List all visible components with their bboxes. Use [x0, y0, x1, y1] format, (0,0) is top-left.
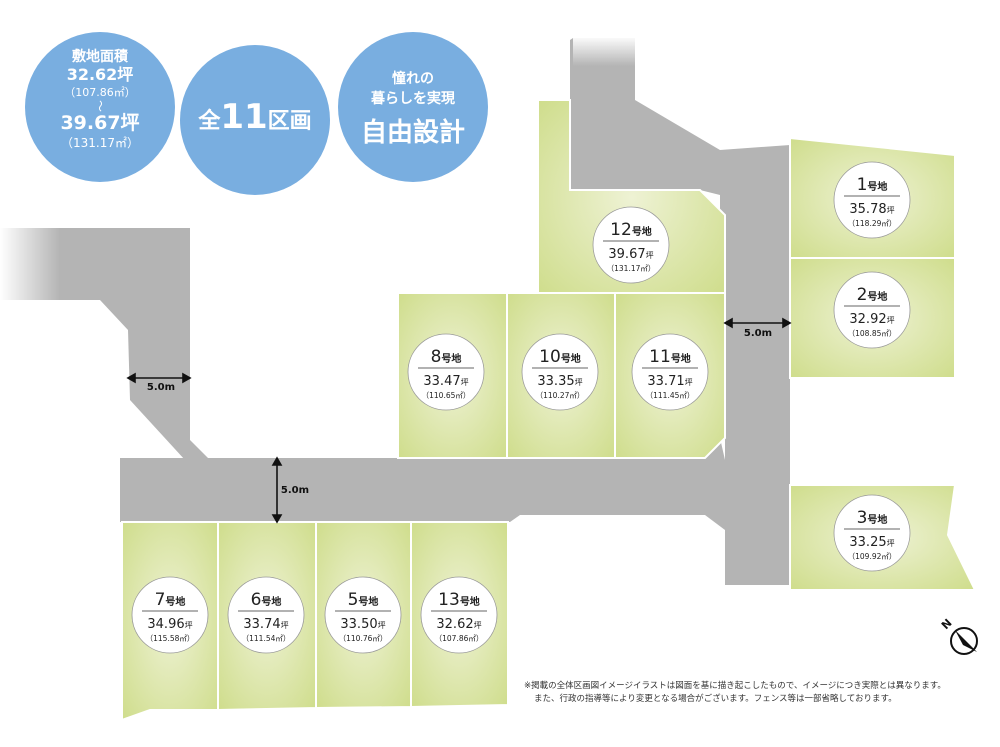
lot-10-number: 10号地 — [539, 347, 581, 367]
lot-3-area-m2: （109.92㎡） — [848, 552, 897, 561]
lot-13-number: 13号地 — [438, 590, 480, 610]
area-badge: 敷地面積 32.62坪 （107.86㎡） 〜 39.67坪 （131.17㎡） — [25, 32, 175, 182]
roads — [0, 36, 790, 585]
lot-10-label[interactable]: 10号地 33.35坪 （110.27㎡） — [521, 333, 599, 411]
lot-13-label[interactable]: 13号地 32.62坪 （107.86㎡） — [420, 576, 498, 654]
design-line1: 憧れの — [392, 71, 434, 87]
lot-5-area: 33.50坪 — [340, 617, 385, 632]
lot-2-area-m2: （108.85㎡） — [848, 329, 897, 338]
lot-12-area-m2: （131.17㎡） — [607, 264, 656, 273]
lot-6-number: 6号地 — [251, 590, 282, 610]
lot-7-area: 34.96坪 — [147, 617, 192, 632]
lot-12-area: 39.67坪 — [608, 247, 653, 262]
lot-6-area: 33.74坪 — [243, 617, 288, 632]
lot-13-area-m2: （107.86㎡） — [435, 634, 484, 643]
total-prefix: 全 — [198, 109, 221, 134]
lot-1-area-m2: （118.29㎡） — [848, 219, 897, 228]
lot-12-number: 12号地 — [610, 220, 652, 240]
lot-3-label[interactable]: 3号地 33.25坪 （109.92㎡） — [833, 494, 911, 572]
lot-10-area: 33.35坪 — [537, 374, 582, 389]
area-sep: 〜 — [93, 99, 107, 112]
lot-7-number: 7号地 — [155, 590, 186, 610]
road-width-center-label: 5.0m — [281, 485, 309, 496]
road-top — [570, 38, 790, 195]
lot-2-number: 2号地 — [857, 285, 888, 305]
lot-1-area: 35.78坪 — [849, 202, 894, 217]
lot-8-area: 33.47坪 — [423, 374, 468, 389]
total-count: 11 — [220, 97, 268, 137]
design-big: 自由設計 — [360, 118, 465, 148]
lot-8-area-m2: （110.65㎡） — [422, 391, 471, 400]
lots — [121, 99, 977, 722]
lot-11-area: 33.71坪 — [647, 374, 692, 389]
lot-12-label[interactable]: 12号地 39.67坪 （131.17㎡） — [592, 206, 670, 284]
lot-3-area: 33.25坪 — [849, 535, 894, 550]
lot-5-label[interactable]: 5号地 33.50坪 （110.76㎡） — [324, 576, 402, 654]
disclaimer-line2: また、行政の指導等により変更となる場合がございます。フェンス等は一部省略しており… — [534, 694, 897, 704]
disclaimer-note: ※掲載の全体区画図イメージイラストは図面を基に描き起こしたもので、イメージにつき… — [524, 680, 994, 706]
lot-5-area-m2: （110.76㎡） — [339, 634, 388, 643]
lot-10-area-m2: （110.27㎡） — [536, 391, 585, 400]
area-min-m2: （107.86㎡） — [64, 86, 136, 99]
lot-3-number: 3号地 — [857, 508, 888, 528]
lot-labels: 1号地35.78坪（118.29㎡）2号地32.92坪（108.85㎡）3号地3… — [131, 161, 911, 654]
road-width-right-label: 5.0m — [744, 328, 772, 339]
north-arrow-icon: N — [939, 616, 978, 655]
total-lots-badge: 全11区画 — [180, 45, 330, 195]
lot-13-area: 32.62坪 — [436, 617, 481, 632]
lot-8-label[interactable]: 8号地 33.47坪 （110.65㎡） — [407, 333, 485, 411]
lot-8-number: 8号地 — [431, 347, 462, 367]
lot-2-area: 32.92坪 — [849, 312, 894, 327]
area-max-m2: （131.17㎡） — [61, 136, 139, 150]
lot-11-label[interactable]: 11号地 33.71坪 （111.45㎡） — [631, 333, 709, 411]
road-width-left-label: 5.0m — [147, 382, 175, 393]
lot-2-label[interactable]: 2号地 32.92坪 （108.85㎡） — [833, 271, 911, 349]
lot-11-area-m2: （111.45㎡） — [646, 391, 695, 400]
lot-6-area-m2: （111.54㎡） — [242, 634, 291, 643]
lot-11-number: 11号地 — [649, 347, 691, 367]
disclaimer-line1: ※掲載の全体区画図イメージイラストは図面を基に描き起こしたもので、イメージにつき… — [524, 681, 946, 691]
area-min: 32.62坪 — [66, 65, 134, 84]
design-line2: 暮らしを実現 — [371, 91, 455, 107]
total-suffix: 区画 — [267, 109, 312, 134]
lot-6-label[interactable]: 6号地 33.74坪 （111.54㎡） — [227, 576, 305, 654]
area-max: 39.67坪 — [60, 112, 140, 134]
lot-1-number: 1号地 — [857, 175, 888, 195]
lot-7-label[interactable]: 7号地 34.96坪 （115.58㎡） — [131, 576, 209, 654]
lot-1-label[interactable]: 1号地 35.78坪 （118.29㎡） — [833, 161, 911, 239]
area-label: 敷地面積 — [72, 49, 128, 65]
lot-5-number: 5号地 — [348, 590, 379, 610]
road-main — [120, 438, 725, 530]
compass-label: N — [939, 616, 955, 632]
road-vertical — [720, 145, 790, 585]
free-design-badge: 憧れの 暮らしを実現 自由設計 — [338, 32, 488, 182]
lot-7-area-m2: （115.58㎡） — [146, 634, 195, 643]
road-width-markers — [126, 317, 792, 524]
